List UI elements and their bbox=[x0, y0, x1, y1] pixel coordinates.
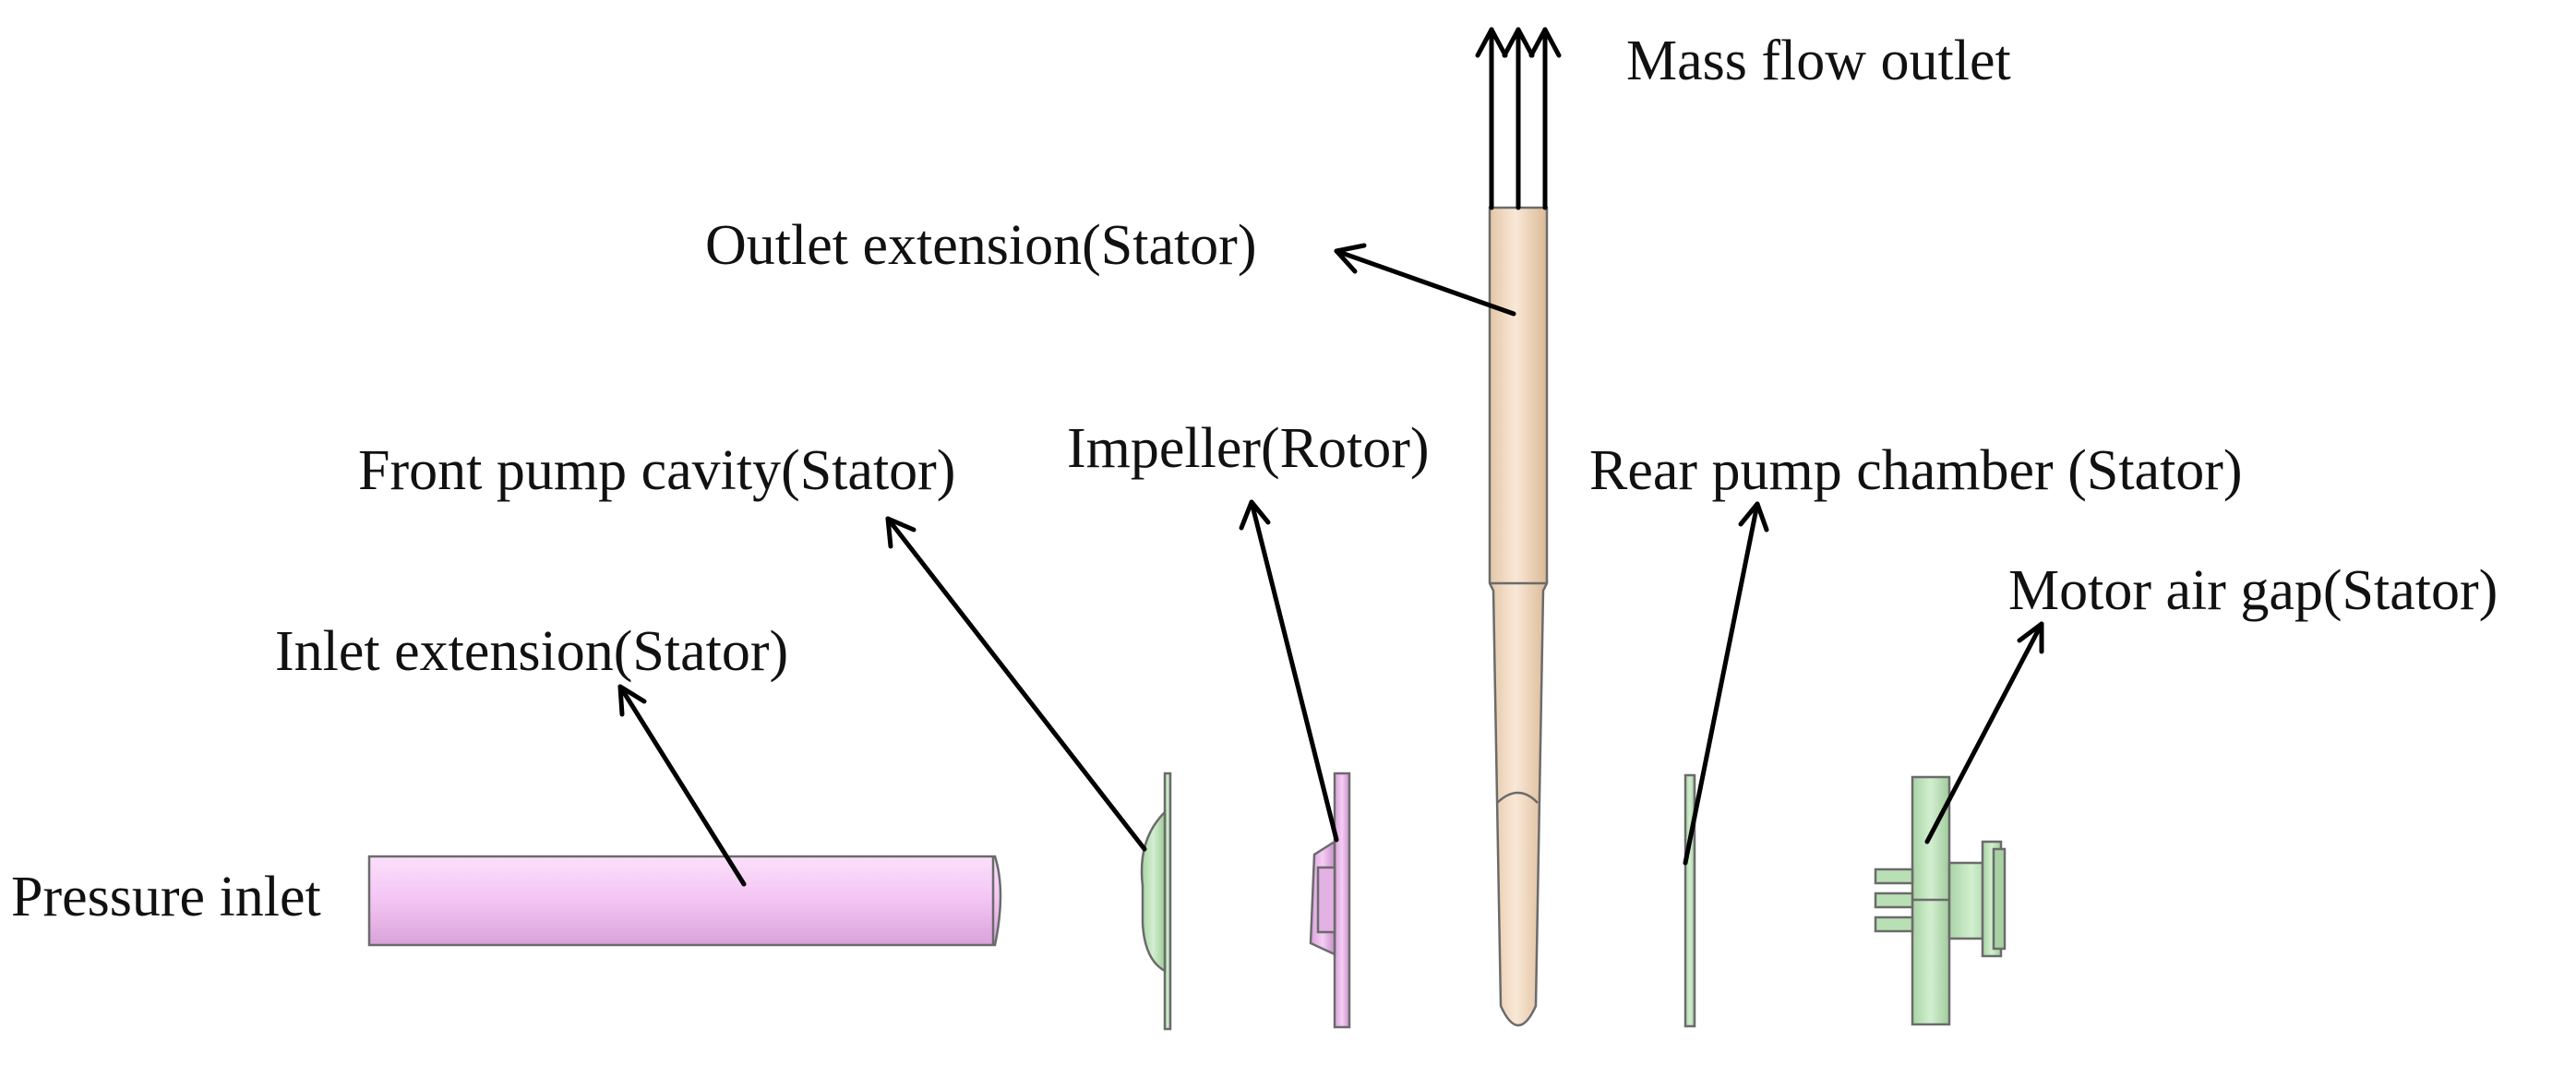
inlet-extension-arrow bbox=[617, 684, 747, 887]
impeller-part bbox=[1309, 772, 1351, 1029]
front-pump-cavity-arrow bbox=[885, 516, 1147, 852]
outlet-extension-tube bbox=[1488, 206, 1549, 1026]
mass-flow-outlet-arrows bbox=[1475, 27, 1562, 210]
label-motor-air-gap: Motor air gap(Stator) bbox=[2008, 559, 2498, 622]
label-impeller: Impeller(Rotor) bbox=[1067, 417, 1430, 480]
label-pressure-inlet: Pressure inlet bbox=[11, 866, 321, 928]
label-outlet-extension: Outlet extension(Stator) bbox=[705, 214, 1256, 277]
rear-pump-chamber-arrow bbox=[1683, 501, 1769, 866]
inlet-extension-pipe bbox=[367, 855, 1002, 947]
impeller-arrow bbox=[1239, 499, 1339, 843]
motor-air-gap-part bbox=[1874, 775, 2007, 1026]
label-front-pump-cavity: Front pump cavity(Stator) bbox=[358, 439, 955, 502]
outlet-extension-arrow bbox=[1334, 243, 1516, 317]
label-mass-flow-outlet: Mass flow outlet bbox=[1626, 30, 2011, 92]
label-inlet-extension: Inlet extension(Stator) bbox=[275, 620, 788, 683]
front-pump-cavity-part bbox=[1140, 772, 1172, 1031]
label-rear-pump-chamber: Rear pump chamber (Stator) bbox=[1589, 439, 2243, 502]
rear-pump-chamber-part bbox=[1683, 773, 1696, 1028]
motor-air-gap-arrow bbox=[1924, 621, 2044, 844]
